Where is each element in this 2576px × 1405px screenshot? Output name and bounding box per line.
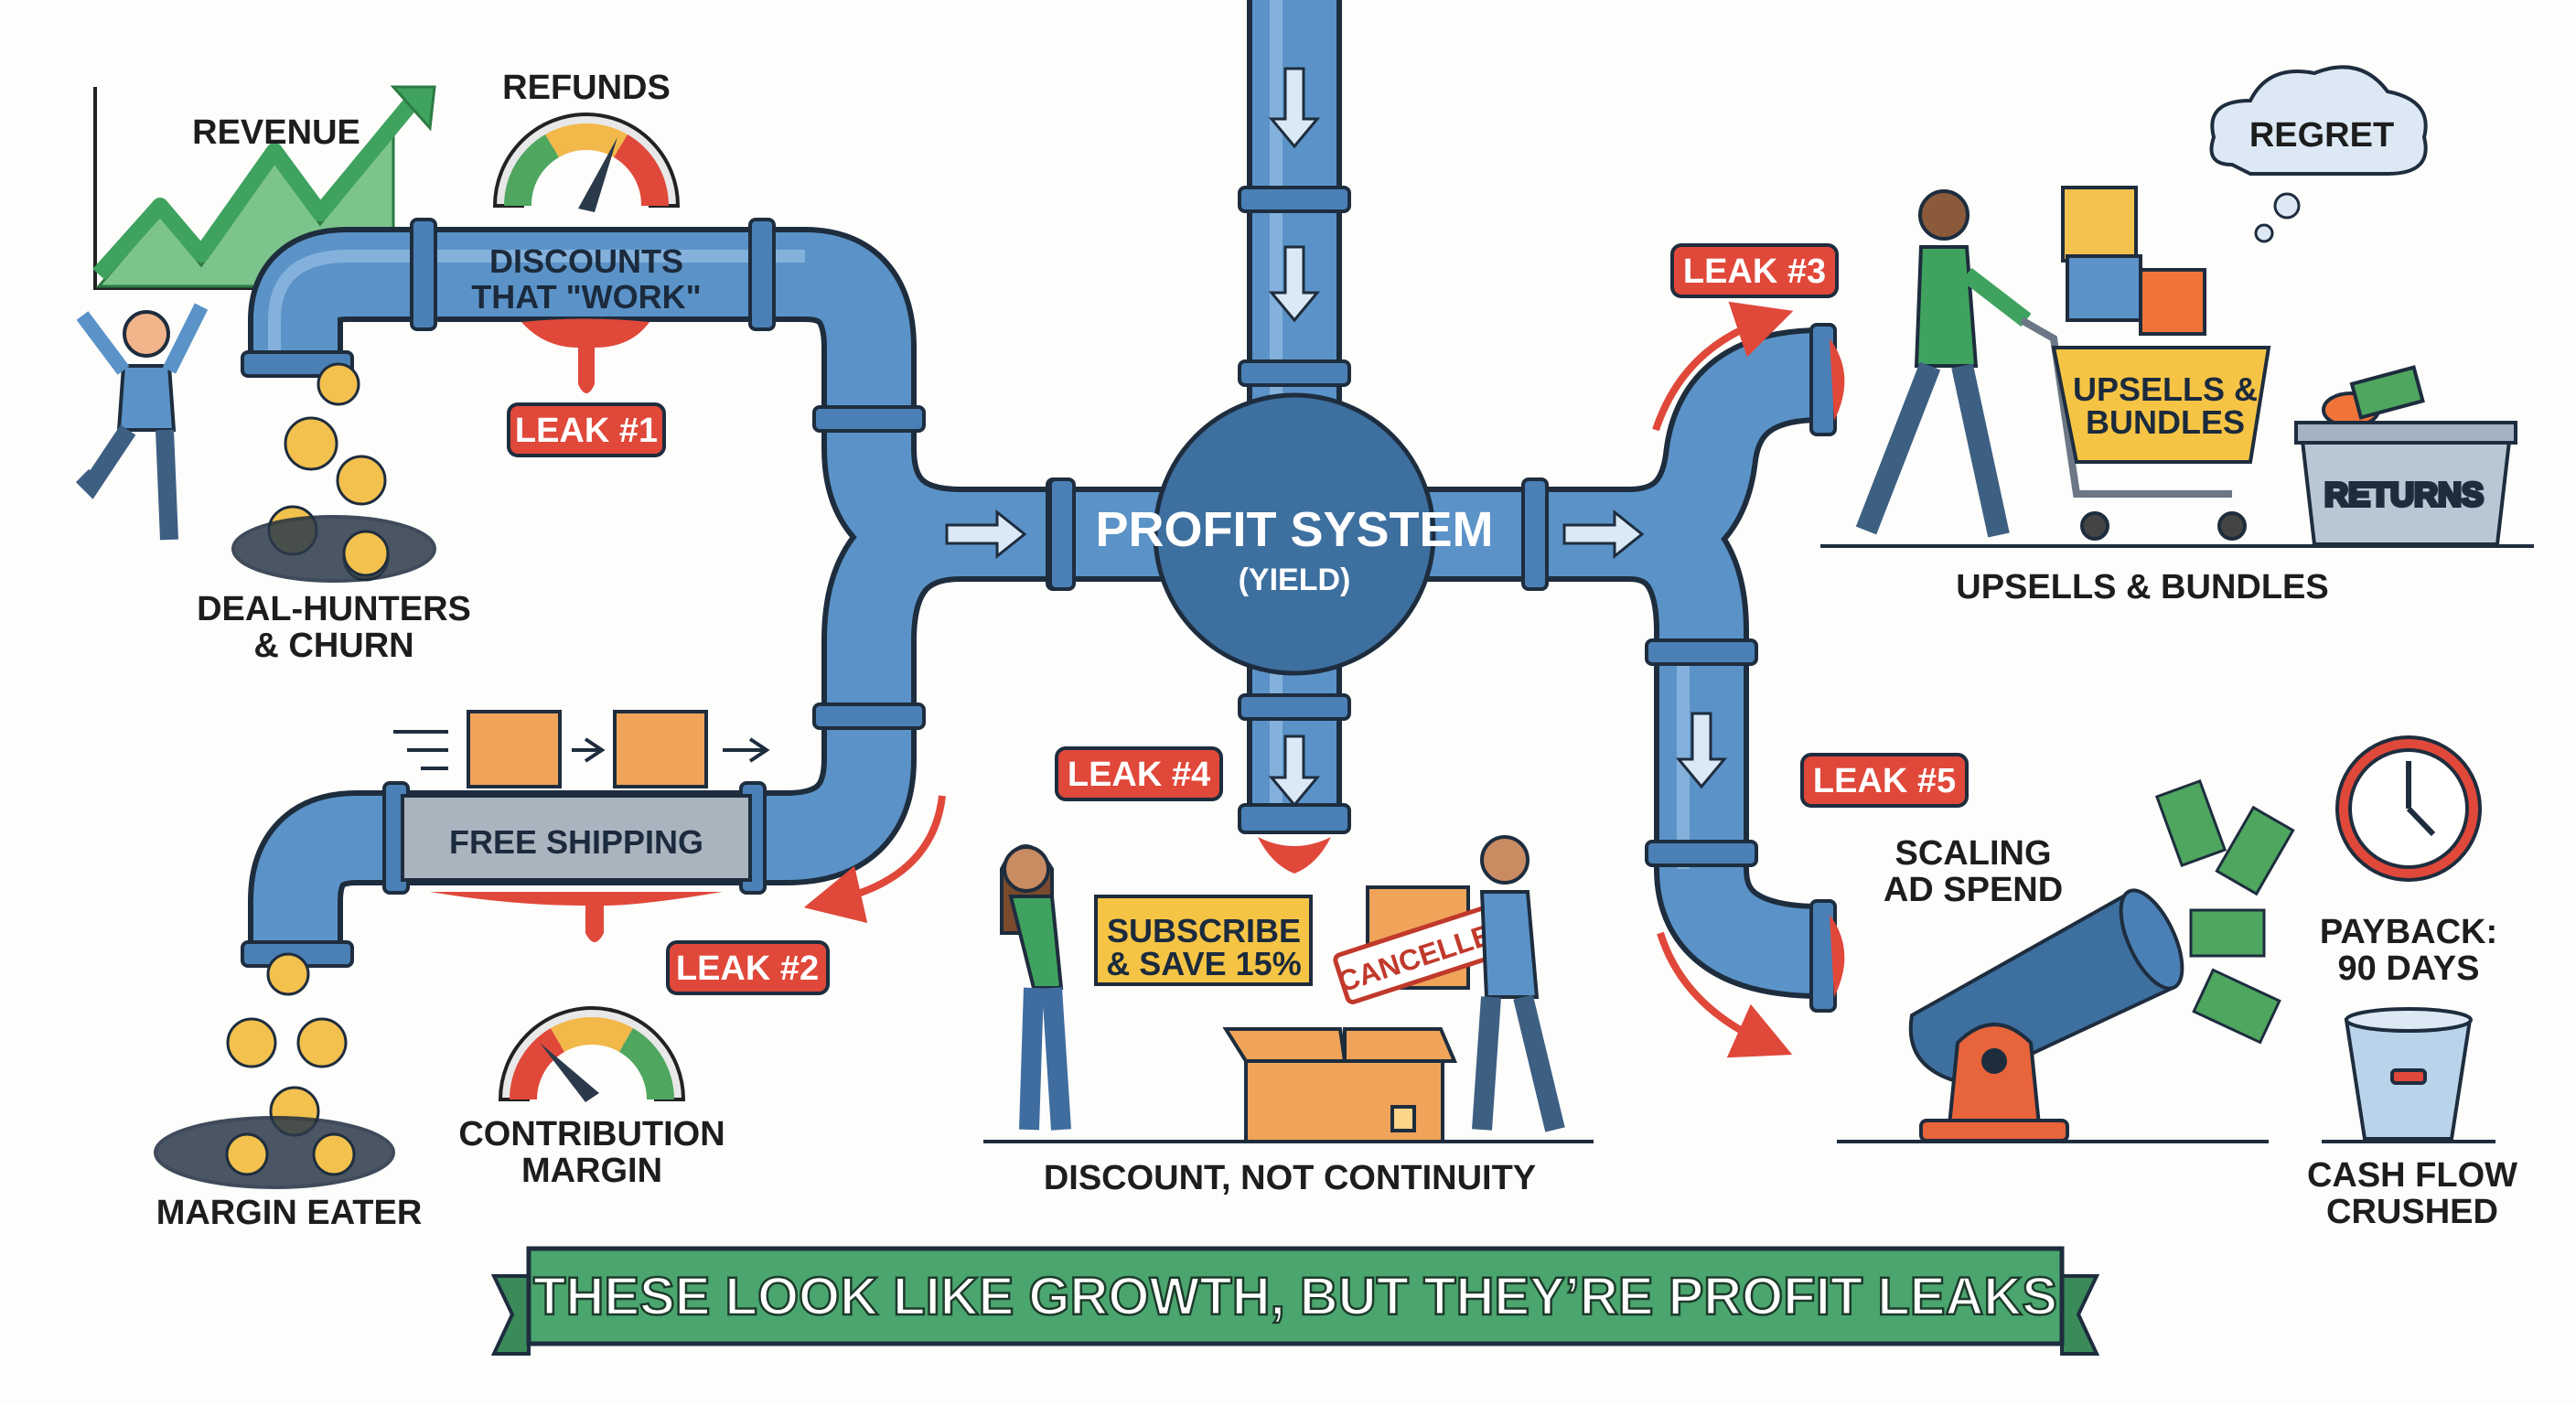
- flying-cash-icon: [2154, 778, 2295, 1045]
- leak-1-badge-text: LEAK #1: [515, 412, 658, 450]
- regret-thought-cloud: REGRET: [2209, 65, 2428, 243]
- leak-1-badge: [507, 402, 666, 457]
- leak-5-badge-text: LEAK #5: [1813, 762, 1956, 800]
- flow-arrows: [945, 67, 1728, 808]
- hub-title: PROFIT SYSTEM: [1095, 502, 1493, 557]
- profit-system-hub: PROFIT SYSTEM (YIELD): [1048, 392, 1494, 676]
- margin-eater-caption: MARGIN EATER: [156, 1194, 423, 1232]
- payback-label-1: PAYBACK:: [2320, 913, 2497, 951]
- subscribe-sign-line-2: & SAVE 15%: [1106, 945, 1301, 982]
- cash-flow-caption-2: CRUSHED: [2326, 1193, 2498, 1231]
- cash-flow-caption-1: CASH FLOW: [2307, 1156, 2517, 1195]
- open-box-icon: [1222, 1027, 1458, 1143]
- cart-sign-line-1: UPSELLS &: [2073, 370, 2258, 408]
- leak-drip: [430, 892, 723, 942]
- title-banner: THESE LOOK LIKE GROWTH, BUT THEY’RE PROF…: [490, 1246, 2100, 1356]
- leak-4-section: LEAK #4 SUBSCRIBE & SAVE 15% CANCELLED D…: [983, 746, 1594, 1197]
- scaling-ad-spend-label-1: SCALING: [1895, 834, 2052, 873]
- shopping-cart-icon: [2020, 186, 2271, 541]
- payback-label-2: 90 DAYS: [2338, 949, 2480, 988]
- coins-icon: [226, 952, 348, 1137]
- banner-text: THESE LOOK LIKE GROWTH, BUT THEY’RE PROF…: [533, 1267, 2057, 1326]
- contribution-margin-label-1: CONTRIBUTION: [458, 1115, 724, 1153]
- jumping-person-icon: [75, 303, 209, 541]
- leak-drip: [521, 318, 649, 393]
- discounts-pipe-label-1: DISCOUNTS: [489, 242, 683, 280]
- bucket-icon: [2344, 1007, 2473, 1141]
- man-icon: [1472, 835, 1565, 1132]
- leak-3-section: LEAK #3 REGRET UPSELLS & BUNDLES: [1652, 65, 2534, 606]
- cart-sign-line-2: BUNDLES: [2086, 403, 2245, 441]
- upsells-bundles-caption: UPSELLS & BUNDLES: [1956, 568, 2328, 606]
- revenue-label: REVENUE: [192, 113, 360, 152]
- leak-3-badge-text: LEAK #3: [1683, 252, 1826, 291]
- regret-text: REGRET: [2249, 116, 2394, 155]
- leak-1-section: DISCOUNTS THAT "WORK" LEAK #1 DEAL-HUNTE…: [75, 242, 702, 665]
- leak-5-section: LEAK #5 SCALING AD SPEND PAYBACK: 90 DAY…: [1657, 735, 2517, 1231]
- returns-label: RETURNS: [2324, 476, 2484, 513]
- refunds-gauge: REFUNDS: [492, 69, 681, 212]
- discounts-pipe-label-2: THAT "WORK": [471, 278, 701, 316]
- refunds-label: REFUNDS: [502, 69, 671, 107]
- leak-5-badge: [1800, 753, 1969, 808]
- hub-subtitle: (YIELD): [1239, 563, 1351, 597]
- shipping-boxes-icon: [393, 710, 770, 788]
- leak-3-badge: [1670, 243, 1839, 298]
- free-shipping-label: FREE SHIPPING: [449, 823, 703, 861]
- conveyor-belt: [401, 794, 752, 882]
- hole-icon: [231, 515, 436, 583]
- leak-2-section: FREE SHIPPING LEAK #2 CONTRIBUTION MARGI…: [154, 710, 946, 1232]
- hole-icon: [154, 1116, 395, 1189]
- contribution-margin-gauge: [498, 1006, 686, 1102]
- leak-4-badge: [1055, 746, 1223, 801]
- deal-hunters-caption-2: & CHURN: [253, 627, 413, 665]
- leak-2-badge-text: LEAK #2: [676, 949, 819, 988]
- leak-4-badge-text: LEAK #4: [1068, 756, 1210, 794]
- woman-icon: [1000, 844, 1071, 1131]
- contribution-margin-label-2: MARGIN: [521, 1152, 662, 1190]
- returns-bin-icon: RETURNS: [2294, 365, 2517, 546]
- subscribe-sign-line-1: SUBSCRIBE: [1107, 912, 1301, 949]
- discount-not-continuity-caption: DISCOUNT, NOT CONTINUITY: [1044, 1159, 1536, 1197]
- cannon-icon: [1908, 888, 2184, 1142]
- scaling-ad-spend-label-2: AD SPEND: [1884, 871, 2063, 909]
- deal-hunters-caption-1: DEAL-HUNTERS: [197, 590, 471, 628]
- subscribe-sign: [1094, 895, 1313, 986]
- clock-icon: [2335, 735, 2482, 882]
- leak-2-badge: [666, 940, 830, 995]
- shopper-icon: [1855, 189, 2032, 538]
